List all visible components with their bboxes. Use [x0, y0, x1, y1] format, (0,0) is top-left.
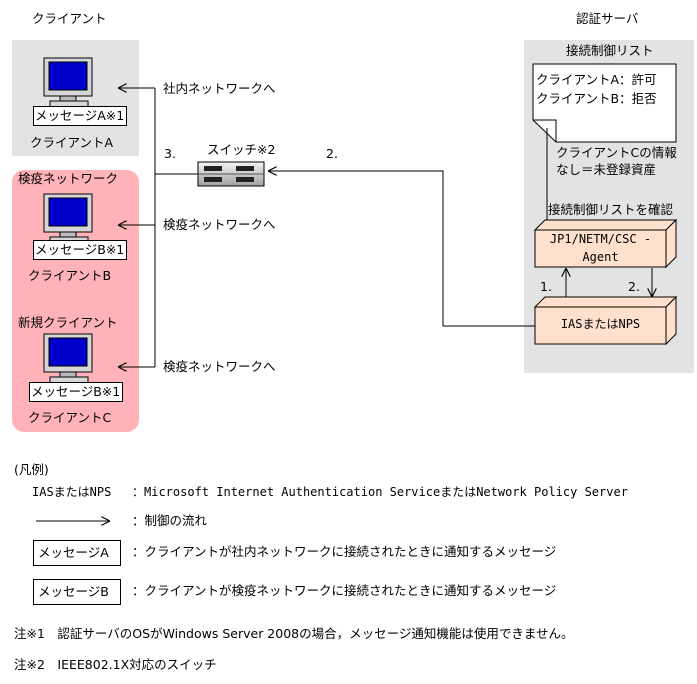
quarantine-title: 検疫ネットワーク: [18, 171, 119, 186]
client-c-route: 検疫ネットワークへ: [163, 359, 276, 374]
client-a-message: メッセージA※1: [35, 108, 125, 123]
note-1: 注※1 認証サーバのOSがWindows Server 2008の場合，メッセー…: [14, 626, 574, 641]
switch-label: スイッチ※2: [207, 142, 276, 157]
agent-line-2: Agent: [582, 250, 619, 264]
step-2-label: 2.: [326, 146, 338, 161]
client-c-label: クライアントC: [28, 410, 112, 425]
check-list-label: 接続制御リストを確認: [548, 202, 674, 217]
legend-msg-b-desc: ：クライアントが検疫ネットワークに接続されたときに通知するメッセージ: [132, 583, 557, 598]
computer-icon-c: [43, 333, 93, 385]
flow-ias-to-switch: [268, 171, 536, 327]
client-c-note-line-1: クライアントCの情報: [556, 145, 677, 160]
agent-line-1: JP1/NETM/CSC -: [549, 232, 652, 246]
step-3-label: 3.: [164, 146, 176, 161]
switch-icon: [197, 161, 265, 187]
heading-client: クライアント: [32, 11, 107, 26]
client-c-group-title: 新規クライアント: [18, 315, 118, 330]
agent-box: [533, 218, 678, 269]
note-2: 注※2 IEEE802.1X対応のスイッチ: [14, 657, 217, 672]
step-1-label: 1.: [540, 279, 552, 294]
client-a-message-box: メッセージA※1: [33, 106, 127, 126]
legend-msg-a-box: メッセージA: [33, 540, 121, 566]
legend-msg-a-key: メッセージA: [38, 545, 109, 560]
client-a-route: 社内ネットワークへ: [163, 81, 276, 96]
computer-icon-b: [43, 193, 93, 245]
computer-icon-a: [43, 57, 93, 109]
connection-list-row-b: クライアントB：拒否: [536, 91, 657, 106]
client-c-message: メッセージB※1: [31, 384, 121, 399]
client-b-message: メッセージB※1: [35, 242, 125, 257]
document-fold: [533, 119, 557, 142]
step-2-server-label: 2.: [628, 279, 640, 294]
client-c-message-box: メッセージB※1: [29, 382, 123, 402]
ias-label: IASまたはNPS: [560, 317, 641, 331]
legend-msg-a-desc: ：クライアントが社内ネットワークに接続されたときに通知するメッセージ: [132, 544, 557, 559]
legend-ias-desc: ：Microsoft Internet Authentication Servi…: [132, 485, 628, 499]
client-a-label: クライアントA: [30, 135, 114, 150]
connection-list-document: [532, 63, 677, 143]
client-c-note-line-2: なし＝未登録資産: [556, 162, 657, 177]
legend-msg-b-key: メッセージB: [38, 584, 109, 599]
client-b-message-box: メッセージB※1: [33, 240, 127, 260]
ias-box: [533, 295, 678, 346]
legend-ias-key: IASまたはNPS: [32, 485, 112, 499]
legend-msg-b-box: メッセージB: [33, 579, 121, 605]
heading-auth-server: 認証サーバ: [576, 11, 639, 26]
client-b-label: クライアントB: [28, 268, 112, 283]
legend-title: (凡例): [14, 462, 49, 477]
legend-flow-desc: ：制御の流れ: [132, 513, 208, 528]
connection-list-title: 接続制御リスト: [566, 43, 654, 58]
client-b-route: 検疫ネットワークへ: [163, 217, 276, 232]
connection-list-row-a: クライアントA：許可: [536, 72, 657, 87]
